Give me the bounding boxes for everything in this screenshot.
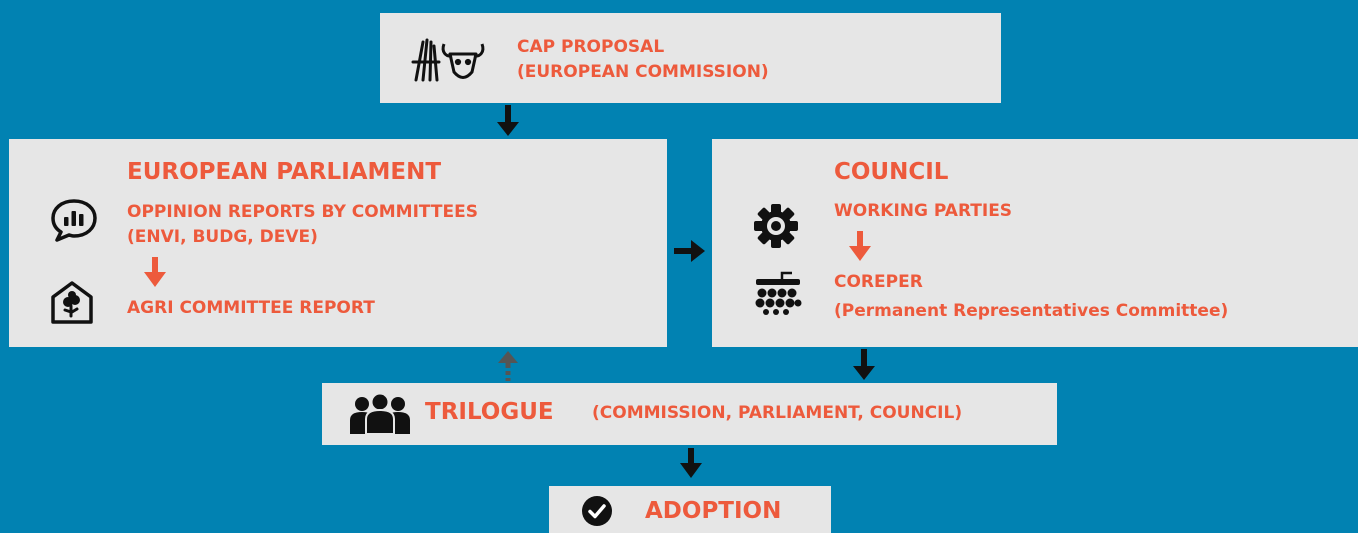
proposal-subtitle: (EUROPEAN COMMISSION) xyxy=(517,62,769,82)
check-circle-icon xyxy=(582,496,612,526)
wheat-bull-icon xyxy=(411,38,485,82)
gear-icon xyxy=(754,204,798,248)
parliament-title: EUROPEAN PARLIAMENT xyxy=(127,159,442,185)
opinion-reports-text: OPPINION REPORTS BY COMMITTEES xyxy=(127,202,478,222)
european-parliament-box: EUROPEAN PARLIAMENT OPPINION REPORTS BY … xyxy=(9,139,667,347)
adoption-box: ADOPTION xyxy=(549,486,831,533)
arrow-right-icon xyxy=(674,240,705,262)
red-arrow-down-icon xyxy=(144,257,166,287)
arrow-down-icon xyxy=(680,448,702,478)
coreper-title: COREPER xyxy=(834,272,923,292)
opinion-committees-text: (ENVI, BUDG, DEVE) xyxy=(127,227,318,247)
coreper-subtitle: (Permanent Representatives Committee) xyxy=(834,301,1229,321)
cap-proposal-box: CAP PROPOSAL (EUROPEAN COMMISSION) xyxy=(380,13,1001,103)
arrow-down-icon xyxy=(853,349,875,380)
conference-table-icon xyxy=(755,271,802,315)
red-arrow-down-icon xyxy=(849,231,871,261)
trilogue-box: TRILOGUE (COMMISSION, PARLIAMENT, COUNCI… xyxy=(322,383,1057,445)
council-box: COUNCIL WORKING PARTIES COREPER (Permane… xyxy=(712,139,1358,347)
dashed-arrow-up-icon xyxy=(498,351,518,381)
adoption-title: ADOPTION xyxy=(645,498,782,524)
trilogue-members: (COMMISSION, PARLIAMENT, COUNCIL) xyxy=(592,403,963,423)
council-title: COUNCIL xyxy=(834,159,949,185)
greenhouse-plant-icon xyxy=(51,281,93,324)
speech-bubble-chart-icon xyxy=(51,199,97,242)
agri-committee-report: AGRI COMMITTEE REPORT xyxy=(127,298,375,318)
proposal-title: CAP PROPOSAL xyxy=(517,37,665,57)
working-parties-text: WORKING PARTIES xyxy=(834,201,1013,221)
trilogue-title: TRILOGUE xyxy=(425,399,554,425)
arrow-down-icon xyxy=(497,105,519,136)
group-people-icon xyxy=(350,394,410,434)
